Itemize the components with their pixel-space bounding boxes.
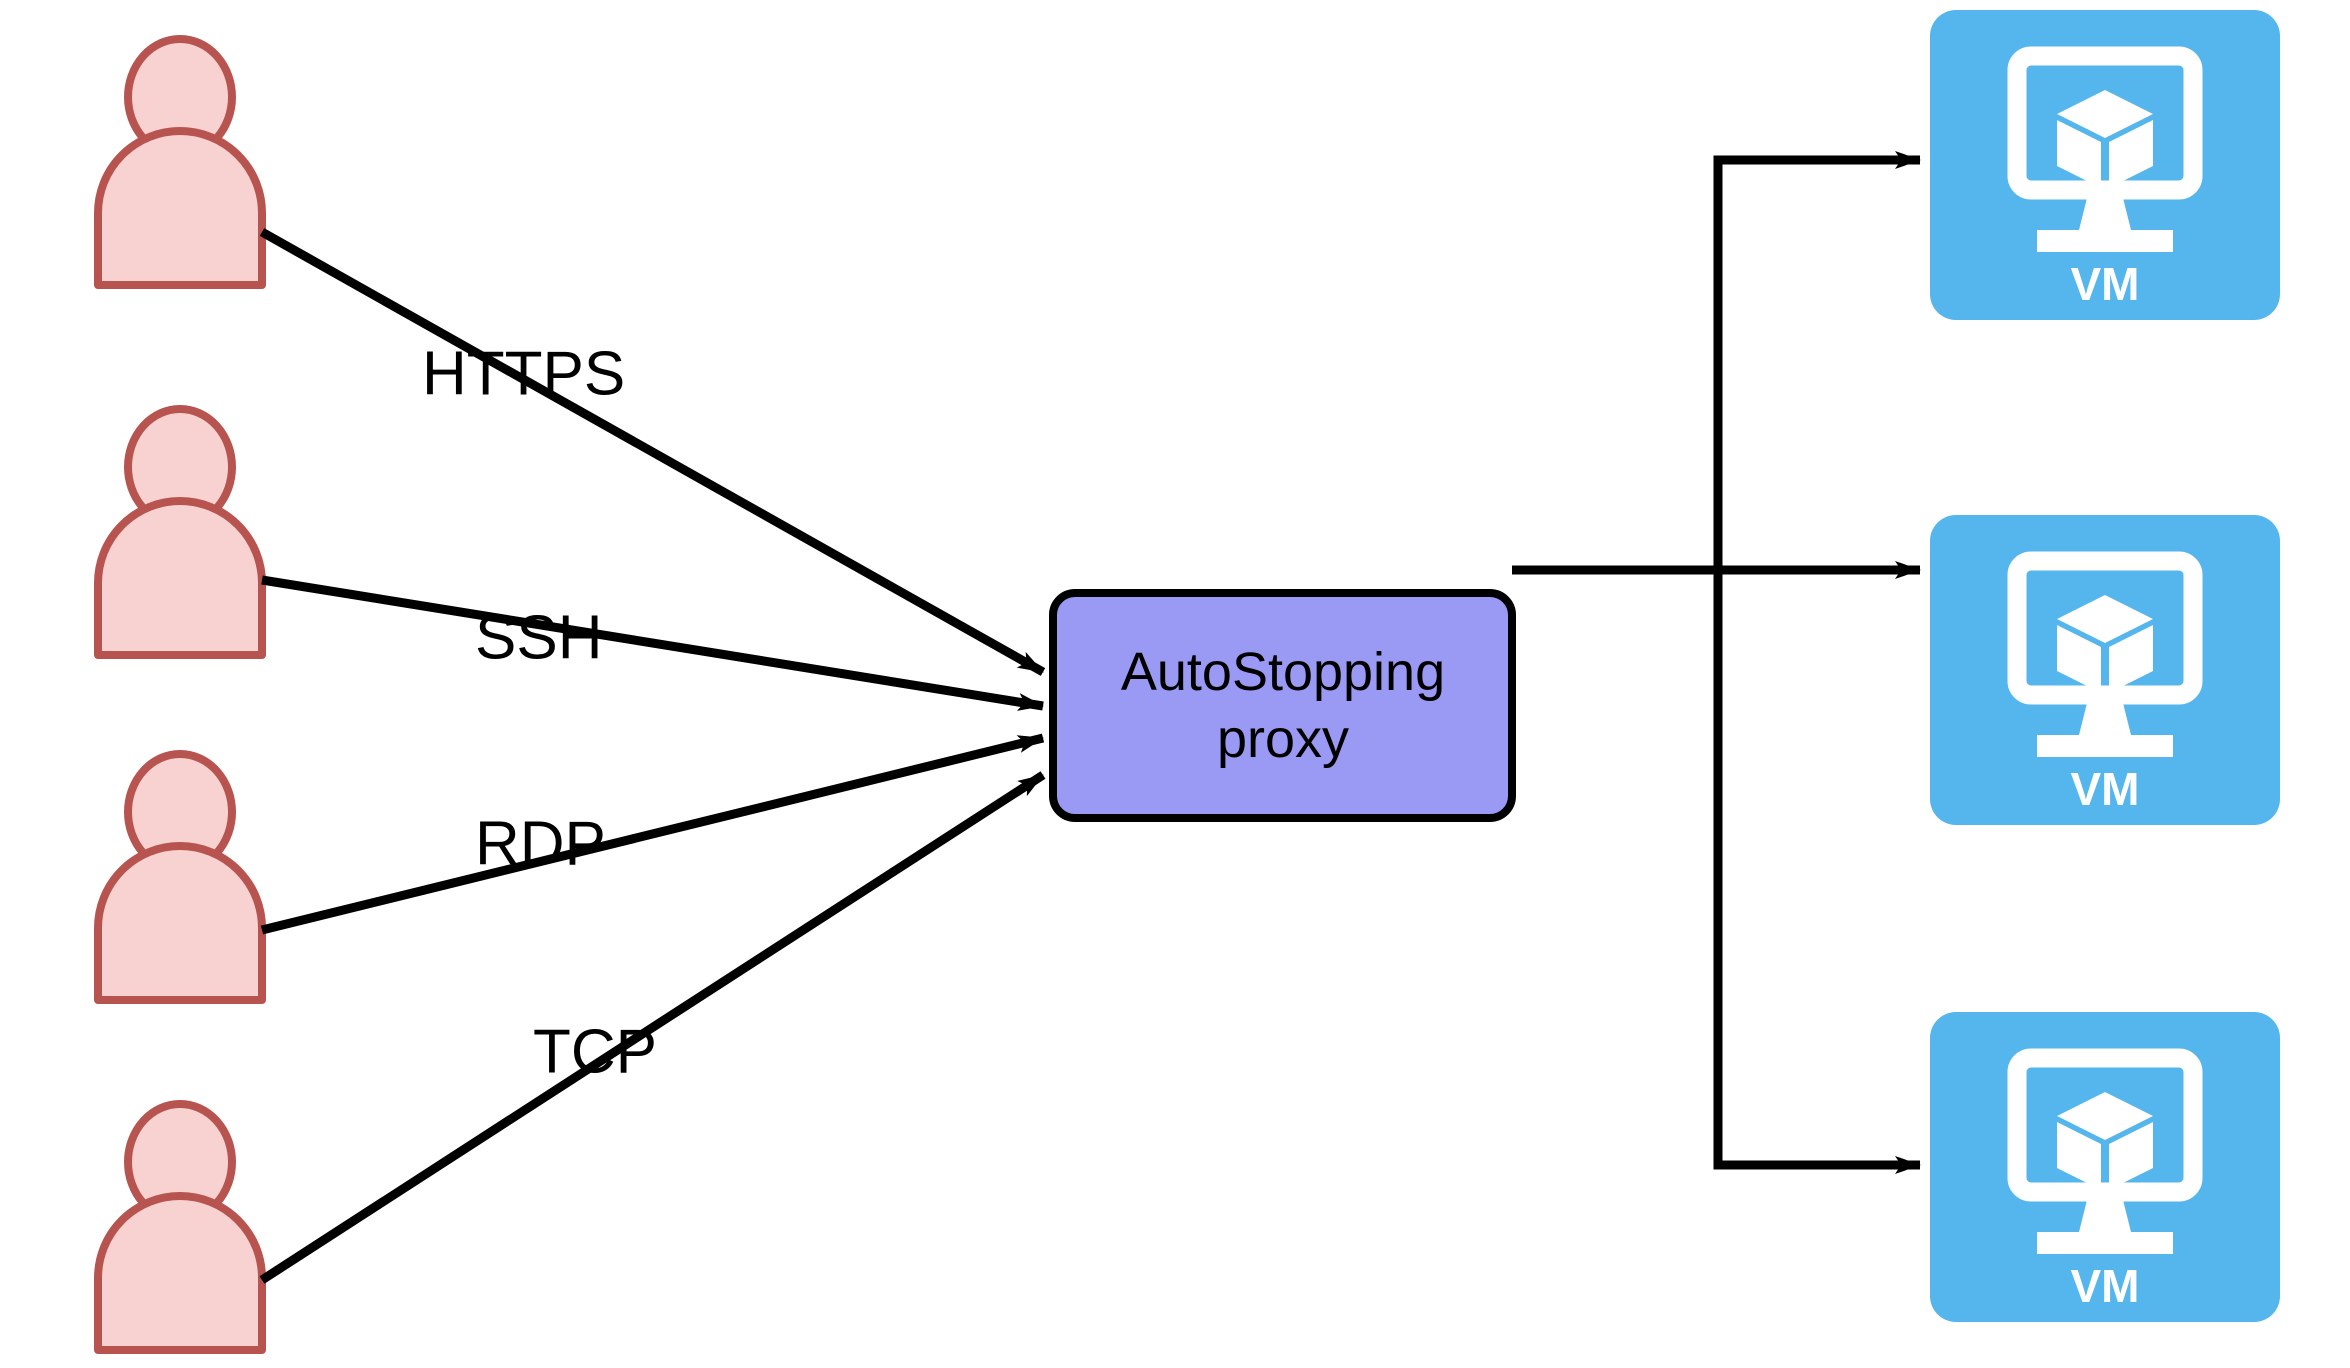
edge-label-https: HTTPS: [422, 339, 625, 408]
edge-label-ssh: SSH: [475, 603, 602, 672]
vm-node-2[interactable]: VM: [1930, 515, 2280, 825]
autostopping-proxy-node[interactable]: AutoStopping proxy: [1049, 589, 1516, 822]
connector-proxy-to-vm1: [1713, 151, 1921, 570]
vm-label-3: VM: [2071, 1260, 2140, 1312]
edge-label-tcp: TCP: [533, 1017, 657, 1086]
actor-ssh[interactable]: [98, 409, 262, 655]
actor-https[interactable]: [98, 39, 262, 285]
actor-rdp[interactable]: [98, 754, 262, 1000]
connector-ssh: [261, 575, 1044, 711]
proxy-label-line1: AutoStopping: [1121, 642, 1445, 702]
edge-label-rdp: RDP: [475, 809, 606, 878]
vm-node-1[interactable]: VM: [1930, 10, 2280, 320]
connector-proxy-to-vm3: [1713, 570, 1921, 1174]
connector-rdp: [260, 733, 1045, 935]
vm-label-2: VM: [2071, 763, 2140, 815]
actor-tcp[interactable]: [98, 1104, 262, 1350]
connector-https: [259, 228, 1046, 676]
vm-node-3[interactable]: VM: [1930, 1012, 2280, 1322]
vm-label-1: VM: [2071, 258, 2140, 310]
connector-tcp: [259, 771, 1046, 1284]
proxy-label-line2: proxy: [1217, 709, 1349, 769]
